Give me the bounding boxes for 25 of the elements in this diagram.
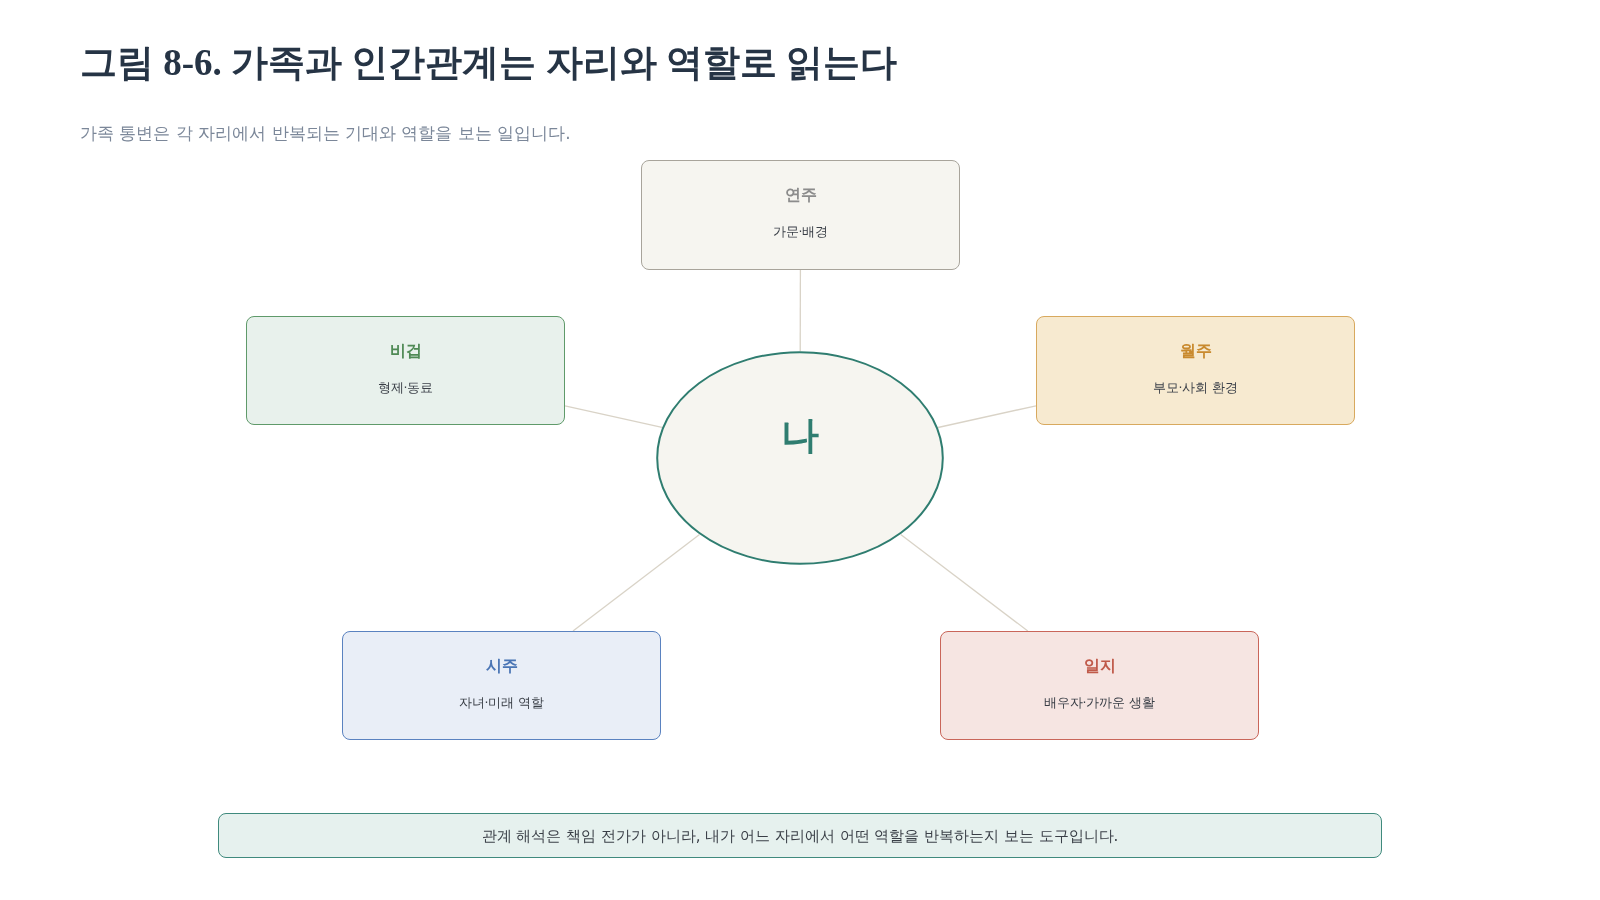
role-box [246, 316, 565, 425]
connector-line [937, 405, 1037, 429]
box-text: 배우자·가까운 생활 [1043, 694, 1156, 712]
role-box [940, 631, 1259, 740]
box-text: 자녀·미래 역할 [458, 694, 545, 712]
role-box [342, 631, 661, 740]
box-text: 가문·배경 [772, 223, 829, 241]
connector-line [564, 405, 663, 429]
connector-line [572, 533, 701, 632]
subtitle-text: 가족 통변은 각 자리에서 반복되는 기대와 역할을 보는 일입니다. [80, 122, 571, 144]
figure-title: 그림 8-6. 가족과 인간관계는 자리와 역할로 읽는다 [80, 41, 898, 85]
box-heading: 시주 [485, 655, 518, 677]
box-text: 형제·동료 [377, 379, 434, 397]
connector-line [799, 269, 802, 352]
box-text: 부모·사회 환경 [1152, 379, 1239, 397]
box-heading: 연주 [784, 184, 817, 206]
role-box [1036, 316, 1355, 425]
center-label: 나 [781, 413, 819, 457]
box-heading: 일지 [1083, 655, 1116, 677]
box-heading: 월주 [1179, 340, 1212, 362]
note-text: 관계 해석은 책임 전가가 아니라, 내가 어느 자리에서 어떤 역할을 반복하는지 보는 도구입니다. [481, 825, 1119, 846]
role-box [641, 160, 960, 270]
note-banner [218, 813, 1382, 858]
box-heading: 비겁 [389, 340, 422, 362]
connector-line [900, 533, 1029, 632]
